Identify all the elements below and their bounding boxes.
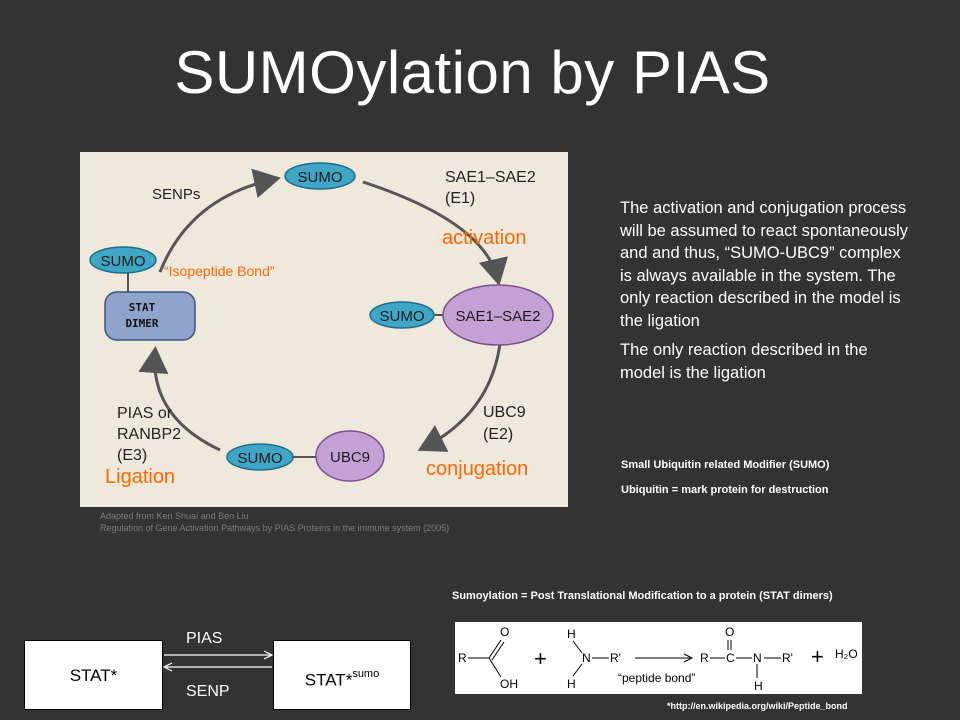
- sumo-label-top: SUMO: [298, 169, 343, 186]
- sumo-superscript: sumo: [352, 668, 380, 680]
- e3-label-line3: (E3): [117, 447, 147, 464]
- reference-note: *http://en.wikipedia.org/wiki/Peptide_bo…: [667, 701, 848, 711]
- e1-label-line2: (E1): [445, 190, 475, 207]
- sumo-node-sae: [369, 301, 435, 329]
- e1-label-line1: SAE1–SAE2: [445, 169, 536, 186]
- arc-conjugation: [417, 343, 502, 452]
- peptide-c: C: [726, 651, 735, 665]
- arc-deconjugation: [158, 168, 281, 273]
- peptide-rp2: R': [782, 651, 793, 665]
- description-paragraph-1: The activation and conjugation process w…: [620, 199, 908, 330]
- arc-activation: [362, 180, 509, 286]
- sumo-label-ubc9: SUMO: [238, 450, 283, 467]
- peptide-oh: OH: [500, 677, 518, 691]
- sumo-node-top: [284, 162, 356, 190]
- peptide-bond-label: “peptide bond”: [618, 671, 695, 685]
- peptide-h3: H: [754, 679, 763, 693]
- conjugation-label: conjugation: [426, 458, 528, 480]
- peptide-r2: R: [700, 651, 709, 665]
- pias-label: PIAS: [186, 630, 223, 647]
- peptide-n1: N: [582, 651, 591, 665]
- slide-title: SUMOylation by PIAS: [174, 39, 771, 106]
- stat-sumo-label: STAT*: [304, 670, 353, 690]
- sumoylation-cycle-figure: SUMO SAE1–SAE2 (E1) SENPs activation SUM…: [80, 152, 568, 507]
- arc-ligation: [138, 346, 221, 452]
- isopeptide-label: “Isopeptide Bond”: [164, 263, 275, 279]
- reversible-arrows: [162, 650, 274, 672]
- credit-line-1: Adapted from Ken Shuai and Ben Liu: [100, 511, 249, 521]
- peptide-n2: N: [753, 651, 762, 665]
- peptide-rp1: R': [610, 651, 621, 665]
- sae-label: SAE1–SAE2: [455, 308, 540, 325]
- peptide-reaction-diagram: O R OH + H N H R' O R C N R' H: [458, 625, 858, 693]
- sumo-label-stat: SUMO: [101, 253, 146, 270]
- peptide-bond-reaction: O R OH + H N H R' O R C N R' H: [455, 622, 862, 694]
- ubc9-node: [315, 430, 385, 482]
- activation-label: activation: [442, 227, 527, 249]
- e2-label-line2: (E2): [483, 426, 513, 443]
- description-paragraph-2: The only reaction described in the model…: [620, 341, 868, 382]
- stat-box: STAT*: [24, 640, 163, 710]
- sumo-node-ubc9: [226, 443, 294, 471]
- credit-line-2: Regulation of Gene Activation Pathways b…: [100, 523, 450, 533]
- peptide-h2o: H₂O: [835, 647, 858, 661]
- sae-node: [442, 284, 554, 346]
- e3-label-line1: PIAS or: [117, 405, 173, 422]
- sumo-node-stat: [89, 246, 157, 274]
- peptide-h2: H: [567, 677, 576, 691]
- description-block: The activation and conjugation process w…: [620, 197, 910, 391]
- stat-label-line1: STAT: [129, 301, 156, 314]
- sumoylation-definition-note: Sumoylation = Post Translational Modific…: [452, 590, 833, 602]
- senp-label: SENP: [186, 683, 230, 700]
- peptide-plus2: +: [811, 644, 824, 669]
- e3-label-line2: RANBP2: [117, 426, 181, 443]
- ubiquitin-definition-note: Ubiquitin = mark protein for destruction: [621, 484, 829, 496]
- peptide-o1: O: [500, 625, 509, 639]
- stat-label: STAT*: [69, 666, 118, 685]
- peptide-r1: R: [458, 651, 467, 665]
- peptide-o2: O: [725, 625, 734, 639]
- stat-label-line2: DIMER: [125, 317, 158, 330]
- ligation-label: Ligation: [105, 466, 175, 488]
- peptide-h1: H: [567, 627, 576, 641]
- stat-sumo-box: STAT*sumo: [273, 640, 411, 710]
- figure-credit: Adapted from Ken Shuai and Ben Liu Regul…: [100, 510, 570, 534]
- cycle-diagram: SUMO SAE1–SAE2 (E1) SENPs activation SUM…: [89, 162, 554, 488]
- senps-label: SENPs: [152, 186, 200, 203]
- e2-label-line1: UBC9: [483, 404, 526, 421]
- sumo-label-sae: SUMO: [380, 308, 425, 325]
- peptide-plus1: +: [534, 646, 547, 671]
- sumo-definition-note: Small Ubiquitin related Modifier (SUMO): [621, 459, 830, 471]
- stat-dimer-node: [104, 291, 196, 341]
- ubc9-label: UBC9: [330, 449, 370, 466]
